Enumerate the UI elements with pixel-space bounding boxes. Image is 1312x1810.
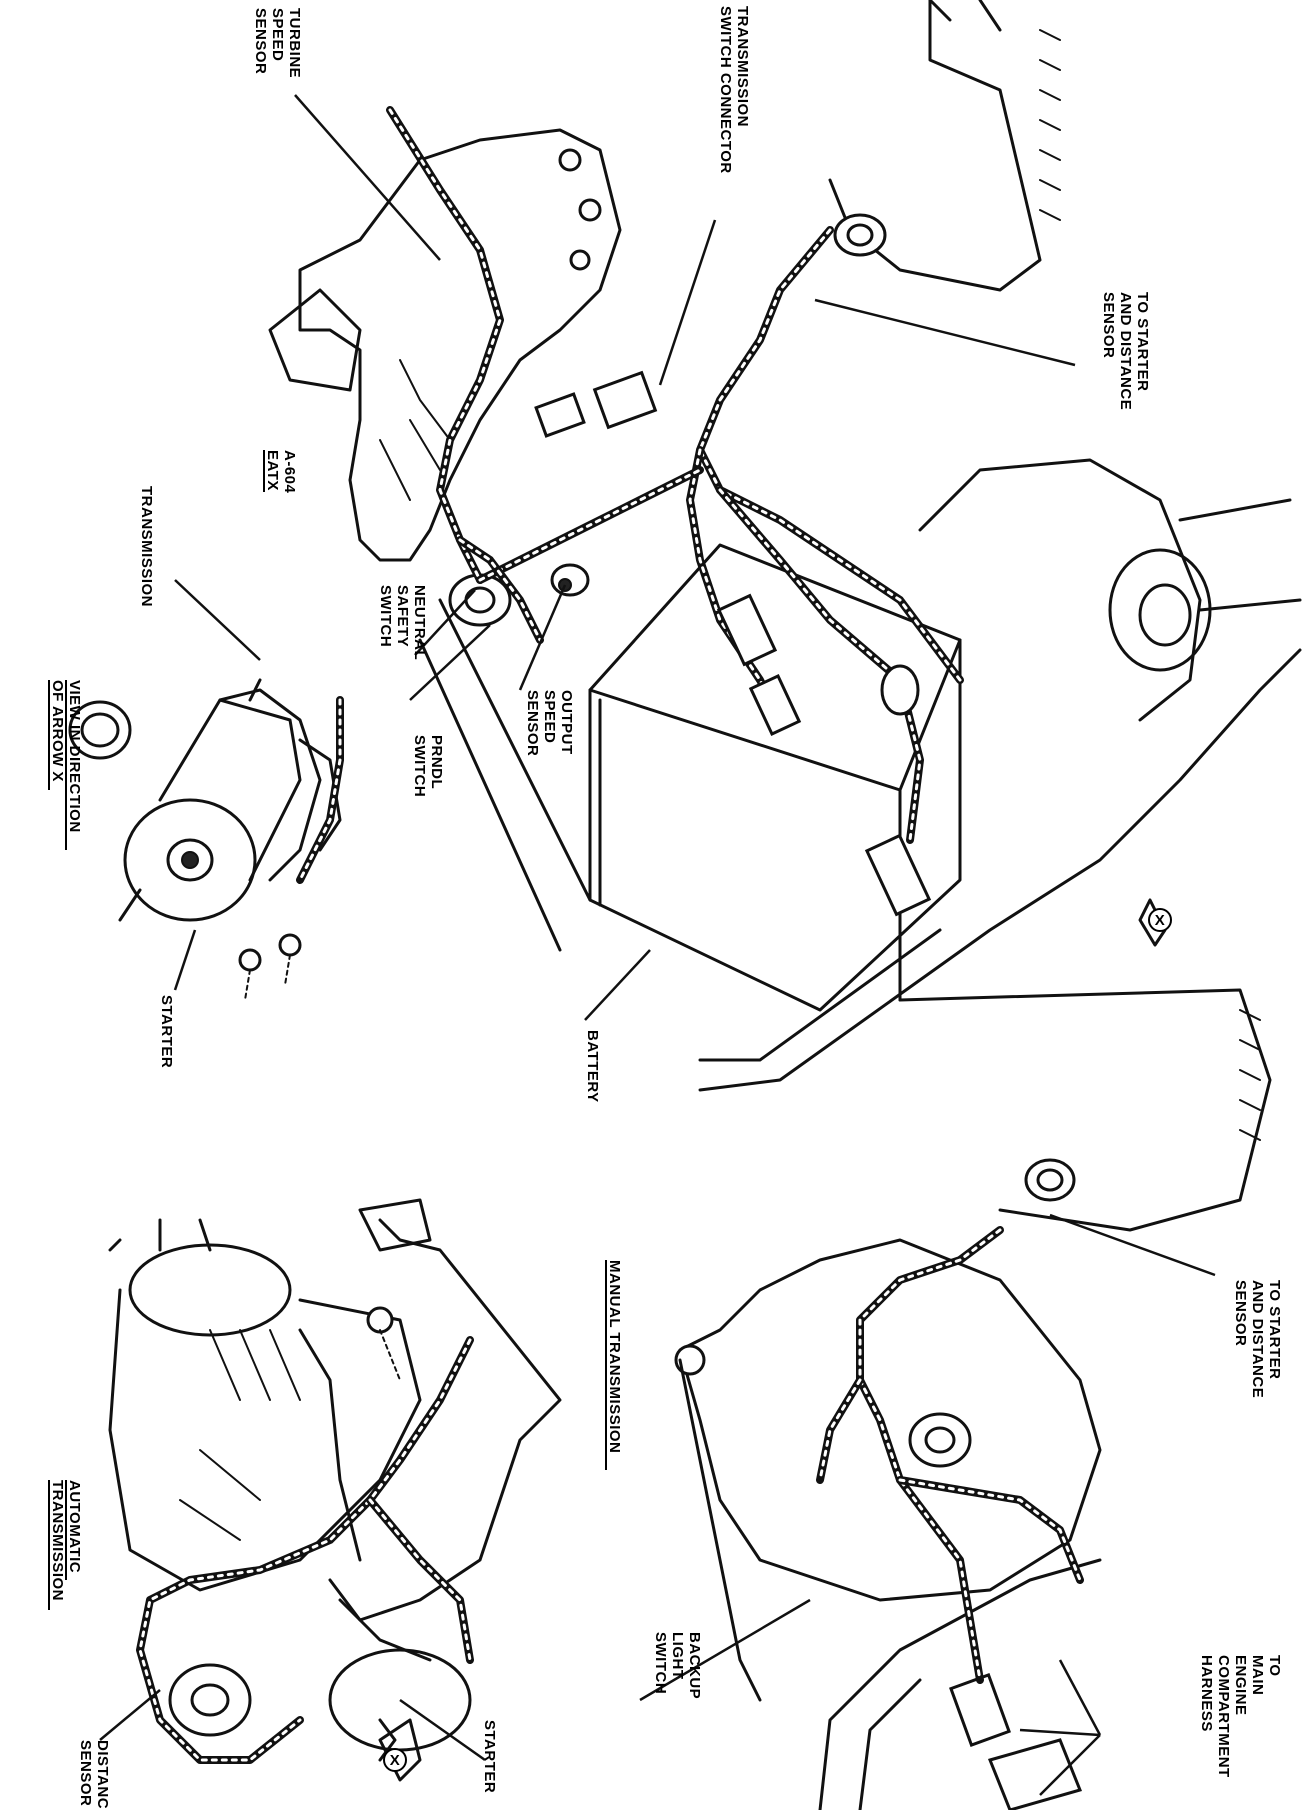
label-line: NEUTRAL <box>411 585 428 660</box>
label-line: COMPARTMENT <box>1215 1655 1232 1778</box>
label-manual-transmission: MANUAL TRANSMISSION <box>605 1260 623 1470</box>
label-line: TRANSMISSION <box>734 6 751 127</box>
label-line: DISTANCE <box>94 1740 111 1810</box>
label-prndl-switch: PRNDL SWITCH <box>411 735 445 797</box>
label-line: SENSOR <box>1100 292 1117 358</box>
label-starter-1: STARTER <box>158 995 175 1068</box>
label-line: STARTER <box>481 1720 498 1793</box>
label-line: AND DISTANCE <box>1249 1280 1266 1398</box>
label-line: TRANSMISSION <box>138 486 155 607</box>
label-line: SPEED <box>269 8 286 61</box>
label-line: ENGINE <box>1232 1655 1249 1716</box>
arrow-x-marker-1: X <box>1148 908 1172 932</box>
label-line: A-604 <box>281 450 298 494</box>
manual-transmission-drawing <box>674 988 1272 1810</box>
arrow-x-letter-2: X <box>390 1752 401 1769</box>
label-to-starter-distance-sensor-2: TO STARTER AND DISTANCE SENSOR <box>1232 1280 1283 1398</box>
label-line: BATTERY <box>584 1030 601 1103</box>
label-line: TO STARTER <box>1134 292 1151 391</box>
label-line: PRNDL <box>428 735 445 789</box>
label-line: TO <box>1266 1655 1283 1677</box>
label-line: SENSOR <box>524 690 541 756</box>
label-view-in-direction: VIEW IN DIRECTION OF ARROW X <box>48 680 83 850</box>
label-turbine-speed-sensor: TURBINE SPEED SENSOR <box>252 8 303 78</box>
automatic-transmission-drawing <box>108 1198 562 1782</box>
starter-view-drawing <box>68 678 344 1001</box>
label-line: OUTPUT <box>558 690 575 755</box>
label-line: VIEW IN DIRECTION <box>66 680 83 833</box>
eatx-assembly-drawing <box>268 0 1302 1092</box>
label-line: STARTER <box>158 995 175 1068</box>
label-line: SENSOR <box>252 8 269 74</box>
label-line: BACKUP <box>686 1632 703 1699</box>
label-battery: BATTERY <box>584 1030 601 1103</box>
label-line: SWITCH <box>377 585 394 647</box>
label-line: SENSOR <box>77 1740 94 1806</box>
label-line: SENSOR <box>1232 1280 1249 1346</box>
label-line: AUTOMATIC <box>66 1480 83 1573</box>
label-line: SAFETY <box>394 585 411 647</box>
arrow-x-letter-1: X <box>1155 912 1166 929</box>
label-a604-eatx: A-604 EATX <box>263 450 298 494</box>
label-backup-light-switch: BACKUP LIGHT SWITCH <box>652 1632 703 1699</box>
label-line: TURBINE <box>286 8 303 78</box>
label-line: LIGHT <box>669 1632 686 1680</box>
label-line: OF ARROW X <box>49 680 66 782</box>
label-line: SWITCH CONNECTOR <box>717 6 734 174</box>
label-transmission: TRANSMISSION <box>138 486 155 607</box>
label-line: SWITCH <box>411 735 428 797</box>
label-line: AND DISTANCE <box>1117 292 1134 410</box>
label-line: MAIN <box>1249 1655 1266 1695</box>
label-automatic-transmission: AUTOMATIC TRANSMISSION <box>48 1480 83 1610</box>
label-line: TRANSMISSION <box>49 1480 66 1601</box>
label-line: HARNESS <box>1198 1655 1215 1732</box>
label-output-speed-sensor: OUTPUT SPEED SENSOR <box>524 690 575 756</box>
label-to-starter-distance-sensor-1: TO STARTER AND DISTANCE SENSOR <box>1100 292 1151 410</box>
label-line: SWITCH <box>652 1632 669 1694</box>
label-line: EATX <box>264 450 281 491</box>
label-neutral-safety-switch: NEUTRAL SAFETY SWITCH <box>377 585 428 660</box>
label-line: TO STARTER <box>1266 1280 1283 1379</box>
label-line: MANUAL TRANSMISSION <box>606 1260 623 1453</box>
label-line: SPEED <box>541 690 558 743</box>
label-transmission-switch-connector: TRANSMISSION SWITCH CONNECTOR <box>717 6 751 174</box>
arrow-x-marker-2: X <box>378 1718 407 1772</box>
label-starter-2: STARTER <box>481 1720 498 1793</box>
leader-lines <box>99 94 1216 1796</box>
label-to-main-harness: TO MAIN ENGINE COMPARTMENT HARNESS <box>1198 1655 1283 1778</box>
label-distance-sensor: DISTANCE SENSOR <box>77 1740 111 1810</box>
